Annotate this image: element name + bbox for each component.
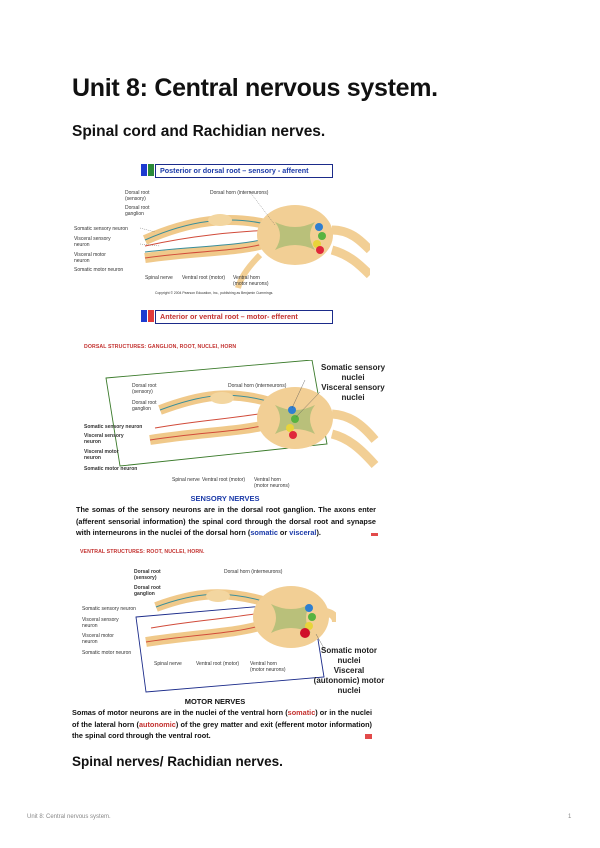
label3-visceral-motor-2: neuron xyxy=(82,639,98,645)
annot-visceral-text: Visceral sensory xyxy=(321,383,385,392)
label2-visceral-sensory-2: neuron xyxy=(84,439,101,445)
kw-somatic-motor: somatic xyxy=(287,708,316,717)
annot-somatic-text: Somatic sensory xyxy=(320,363,386,372)
label2-visceral-motor-2: neuron xyxy=(84,455,101,461)
banner-chip-blue-2 xyxy=(141,310,147,322)
label2-ganglion-2: ganglion xyxy=(132,406,151,412)
posterior-root-banner: Posterior or dorsal root – sensory - aff… xyxy=(155,164,333,178)
label-ventral-horn-2: (motor neurons) xyxy=(233,281,269,287)
label-somatic-motor: Somatic motor neuron xyxy=(74,267,123,273)
banner-chip-blue xyxy=(141,164,147,176)
sensory-text-or: or xyxy=(277,528,290,537)
dorsal-structures-heading: DORSAL STRUCTURES: GANGLION, ROOT, NUCLE… xyxy=(84,344,237,350)
label2-spinal-nerve: Spinal nerve xyxy=(172,477,200,483)
copyright-note: Copyright © 2004 Pearson Education, Inc.… xyxy=(155,291,273,295)
label3-somatic-sensory: Somatic sensory neuron xyxy=(82,606,136,612)
red-marker-1 xyxy=(371,533,378,536)
label-spinal-nerve: Spinal nerve xyxy=(145,275,173,281)
motor-text-b: ) or in the nuclei of the lateral horn ( xyxy=(72,708,372,729)
sensory-nerves-title: SENSORY NERVES xyxy=(190,494,260,503)
annot-nuclei-text-1: nuclei xyxy=(341,373,365,382)
anterior-root-banner: Anterior or ventral root – motor- effere… xyxy=(155,310,333,324)
label3-visceral-sensory-2: neuron xyxy=(82,623,98,629)
annot-somatic-sensory: Somatic sensory nuclei Visceral sensory … xyxy=(318,363,388,403)
annot-somatic-motor-text-1: Somatic motor xyxy=(320,646,377,655)
ventral-structures-heading: VENTRAL STRUCTURES: ROOT, NUCLEI, HORN. xyxy=(80,549,205,555)
label2-visceral-motor-1: Visceral motor xyxy=(84,449,119,455)
label2-somatic-motor: Somatic motor neuron xyxy=(84,466,137,472)
annot-visceral-motor-text-1: Visceral xyxy=(333,666,365,675)
label3-spinal-nerve: Spinal nerve xyxy=(154,661,182,667)
sensory-text-end: ). xyxy=(316,528,321,537)
annot-somatic-motor-text-2: nuclei xyxy=(337,656,361,665)
label3-dorsal-root-sub: (sensory) xyxy=(134,575,157,581)
red-marker-2 xyxy=(365,734,372,739)
spinal-cord-diagram-1: Dorsal root (sensory) Dorsal root gangli… xyxy=(74,190,370,295)
spinal-cord-diagram-3: Dorsal root (sensory) Dorsal root gangli… xyxy=(82,569,336,693)
label3-dorsal-root: Dorsal root xyxy=(134,569,161,575)
kw-somatic: somatic xyxy=(250,528,278,537)
label2-dorsal-root-sub: (sensory) xyxy=(132,389,153,395)
annot-nuclei-text-2: nuclei xyxy=(341,393,365,402)
label3-ventral-horn-2: (motor neurons) xyxy=(250,667,286,673)
label3-dorsal-horn: Dorsal horn (interneurons) xyxy=(224,569,283,575)
label2-ventral-root: Ventral root (motor) xyxy=(202,477,245,483)
page-title: Unit 8: Central nervous system. xyxy=(72,74,438,102)
label-visceral-motor-1: Visceral motor xyxy=(74,252,106,258)
banner-chip-green xyxy=(148,164,154,176)
motor-nerves-paragraph: Somas of motor neurons are in the nuclei… xyxy=(72,707,372,742)
label2-visceral-sensory-1: Visceral sensory xyxy=(84,433,124,439)
label3-visceral-sensory-1: Visceral sensory xyxy=(82,617,119,623)
page-number: 1 xyxy=(568,814,572,820)
label-visceral-sensory-2: neuron xyxy=(74,242,90,248)
annot-visceral-motor-text-2: (autonomic) motor xyxy=(313,676,385,685)
kw-visceral: visceral xyxy=(289,528,317,537)
label2-dorsal-root: Dorsal root xyxy=(132,383,157,389)
kw-autonomic: autonomic xyxy=(138,719,176,729)
sensory-nerves-paragraph: The somas of the sensory neurons are in … xyxy=(76,504,376,539)
label-dorsal-root-sub: (sensory) xyxy=(125,196,146,202)
label-ventral-root: Ventral root (motor) xyxy=(182,275,225,281)
label2-somatic-sensory: Somatic sensory neuron xyxy=(84,424,142,430)
label3-ganglion-2: ganglion xyxy=(134,591,155,597)
label2-ventral-horn-2: (motor neurons) xyxy=(254,483,290,489)
annot-visceral-motor-text-3: nuclei xyxy=(337,686,361,695)
label2-ganglion-1: Dorsal root xyxy=(132,400,157,406)
label3-ventral-root: Ventral root (motor) xyxy=(196,661,239,667)
label3-visceral-motor-1: Visceral motor xyxy=(82,633,114,639)
label-dorsal-root: Dorsal root xyxy=(125,190,150,196)
annot-motor-nuclei: Somatic motor nuclei Visceral (autonomic… xyxy=(310,646,388,696)
motor-text-c: ) of the grey matter and exit (efferent … xyxy=(72,719,372,741)
label-dorsal-horn: Dorsal horn (interneurons) xyxy=(210,190,269,196)
label3-ganglion-1: Dorsal root xyxy=(134,585,161,591)
label2-ventral-horn-1: Ventral horn xyxy=(254,477,281,483)
footer-title: Unit 8: Central nervous system. xyxy=(27,814,111,820)
label-visceral-motor-2: neuron xyxy=(74,258,90,264)
label-visceral-sensory-1: Visceral sensory xyxy=(74,236,111,242)
label-ventral-horn-1: Ventral horn xyxy=(233,275,260,281)
motor-text-a: Somas of motor neurons are in the nuclei… xyxy=(72,708,288,717)
section-heading: Spinal cord and Rachidian nerves. xyxy=(72,123,326,140)
spinal-cord-diagram-2: Dorsal root (sensory) Dorsal root gangli… xyxy=(84,360,379,489)
banner-chip-red xyxy=(148,310,154,322)
motor-nerves-title: MOTOR NERVES xyxy=(184,697,246,706)
label2-dorsal-horn: Dorsal horn (interneurons) xyxy=(228,383,287,389)
label3-somatic-motor: Somatic motor neuron xyxy=(82,650,131,656)
label-somatic-sensory: Somatic sensory neuron xyxy=(74,226,128,232)
label-ganglion-2: ganglion xyxy=(125,211,144,217)
sensory-text-a: The somas of the sensory neurons are in … xyxy=(76,505,376,537)
spinal-nerves-heading: Spinal nerves/ Rachidian nerves. xyxy=(72,754,283,769)
label3-ventral-horn-1: Ventral horn xyxy=(250,661,277,667)
label-ganglion-1: Dorsal root xyxy=(125,205,150,211)
